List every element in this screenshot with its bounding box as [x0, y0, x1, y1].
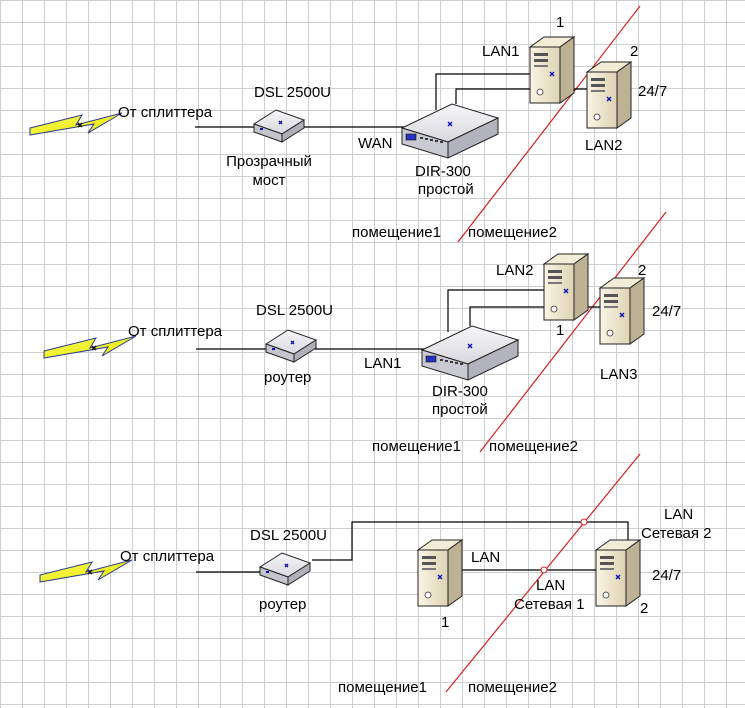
dsl-modem-icon — [265, 329, 317, 363]
room-divider — [479, 211, 667, 453]
pc-1-number: 1 — [441, 614, 450, 631]
modem-model-label: DSL 2500U — [250, 527, 327, 544]
modem-mode-label-line1: Прозрачный — [226, 153, 312, 170]
wire-crossing — [580, 518, 588, 526]
splitter-label: От сплиттера — [128, 323, 223, 340]
room-1-label: помещение1 — [372, 438, 461, 455]
wire — [447, 289, 545, 332]
room-2-label: помещение2 — [468, 224, 557, 241]
lan2-label: LAN2 — [585, 137, 623, 154]
pc-1-number: 1 — [556, 322, 565, 339]
pc-2-icon — [595, 539, 641, 607]
lan-card-2-name: Сетевая 2 — [641, 525, 712, 542]
panel-1 — [29, 5, 641, 243]
room-1-label: помещение1 — [352, 224, 441, 241]
lan-card-1-name: Сетевая 1 — [514, 596, 585, 613]
lightning-icon — [43, 335, 137, 359]
pc-2-number: 2 — [638, 262, 647, 279]
pc-2-number: 2 — [640, 600, 649, 617]
modem-mode-label-line2: мост — [252, 172, 286, 189]
pc-1-lan-label: LAN — [471, 549, 501, 566]
lightning-icon — [29, 112, 123, 136]
modem-model-label: DSL 2500U — [254, 84, 331, 101]
pc-2-icon — [599, 277, 645, 345]
wire-crossing — [540, 566, 548, 574]
modem-model-label: DSL 2500U — [256, 302, 333, 319]
router-icon — [421, 325, 519, 381]
room-1-label: помещение1 — [338, 679, 427, 696]
pc-1-number: 1 — [556, 14, 565, 31]
panel-3 — [39, 453, 641, 693]
router-model-label: DIR-300 — [415, 163, 471, 180]
wire — [312, 521, 629, 561]
router-mode-label: простой — [418, 181, 474, 198]
router-icon — [401, 103, 499, 159]
wire — [435, 73, 530, 110]
dsl-modem-icon — [253, 109, 305, 143]
dsl-modem-icon — [259, 552, 311, 586]
splitter-label: От сплиттера — [120, 548, 215, 565]
lan2-label: LAN2 — [496, 262, 534, 279]
modem-mode-label: роутер — [259, 596, 307, 613]
room-divider — [457, 5, 641, 243]
pc-2-mode-label: 24/7 — [652, 303, 682, 320]
pc-2-mode-label: 24/7 — [652, 567, 682, 584]
lan3-label: LAN3 — [600, 366, 638, 383]
router-mode-label: простой — [432, 401, 488, 418]
room-2-label: помещение2 — [489, 438, 578, 455]
pc-2-number: 2 — [630, 43, 639, 60]
lan-card-2-label: LAN — [664, 506, 694, 523]
modem-mode-label: роутер — [264, 369, 312, 386]
panel-2 — [43, 211, 667, 453]
lan1-label: LAN1 — [364, 355, 402, 372]
pc-2-icon — [586, 61, 632, 129]
lan1-label: LAN1 — [482, 43, 520, 60]
pc-1-icon — [543, 253, 589, 321]
pc-1-icon — [417, 539, 463, 607]
pc-1-icon — [529, 36, 575, 104]
lan-card-1-label: LAN — [536, 577, 566, 594]
router-model-label: DIR-300 — [432, 383, 488, 400]
pc-2-mode-label: 24/7 — [638, 83, 668, 100]
lightning-icon — [39, 559, 133, 583]
wan-port-label: WAN — [358, 135, 393, 152]
room-2-label: помещение2 — [468, 679, 557, 696]
splitter-label: От сплиттера — [118, 104, 213, 121]
